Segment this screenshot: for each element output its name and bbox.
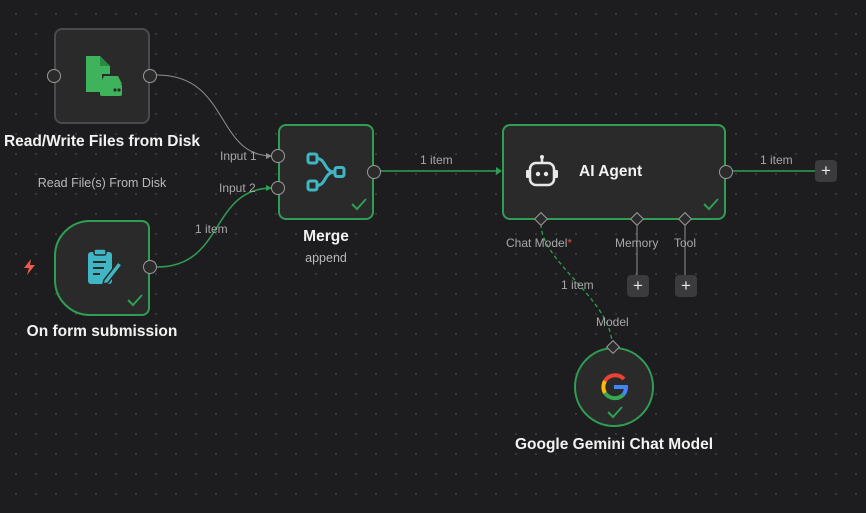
merge-title: Merge xyxy=(303,228,349,245)
gemini-title: Google Gemini Chat Model xyxy=(514,436,714,453)
add-memory-button[interactable]: + xyxy=(627,275,649,297)
form-title: On form submission xyxy=(26,323,178,340)
gemini-model-label: Model xyxy=(596,315,629,329)
gemini-to-agent-label: 1 item xyxy=(561,278,594,292)
read-write-subtitle: Read File(s) From Disk xyxy=(37,176,167,190)
success-check-icon xyxy=(703,198,719,211)
success-check-icon xyxy=(351,198,367,211)
arrow-into-agent xyxy=(496,167,502,175)
merge-input2-handle[interactable] xyxy=(271,181,285,195)
node-google-gemini[interactable] xyxy=(574,347,654,427)
connection-form-to-merge xyxy=(156,187,273,268)
required-marker: * xyxy=(567,236,573,250)
merge-input1-label: Input 1 xyxy=(220,149,257,163)
google-g-icon xyxy=(601,373,628,401)
agent-title: AI Agent xyxy=(579,163,643,180)
add-next-node-button[interactable]: + xyxy=(815,160,837,182)
agent-tool-label: Tool xyxy=(674,236,697,250)
arrow-input1 xyxy=(266,153,272,159)
form-edit-icon xyxy=(88,248,124,285)
connection-read-to-merge xyxy=(156,74,273,157)
success-check-icon xyxy=(607,406,623,419)
form-to-merge-label: 1 item xyxy=(195,222,228,236)
agent-chat-model-label: Chat Model* xyxy=(506,236,573,250)
robot-icon xyxy=(526,155,558,187)
node-form-submission[interactable] xyxy=(54,220,150,316)
merge-output-handle[interactable] xyxy=(367,165,381,179)
add-tool-button[interactable]: + xyxy=(675,275,697,297)
success-check-icon xyxy=(127,294,143,307)
arrow-input2 xyxy=(266,185,272,191)
lightning-icon xyxy=(24,259,35,275)
merge-subtitle: append xyxy=(305,251,347,265)
read-write-input-handle[interactable] xyxy=(47,69,61,83)
node-merge[interactable] xyxy=(278,124,374,220)
agent-memory-label: Memory xyxy=(615,236,659,250)
merge-branch-icon xyxy=(306,152,346,192)
read-write-output-handle[interactable] xyxy=(143,69,157,83)
file-disk-icon xyxy=(86,56,122,96)
node-ai-agent[interactable]: AI Agent xyxy=(502,124,726,220)
connection-gemini-to-agent xyxy=(540,223,613,346)
merge-input1-handle[interactable] xyxy=(271,149,285,163)
merge-to-agent-label: 1 item xyxy=(420,153,453,167)
agent-output-handle[interactable] xyxy=(719,165,733,179)
agent-out-label: 1 item xyxy=(760,153,793,167)
merge-input2-label: Input 2 xyxy=(219,181,256,195)
form-output-handle[interactable] xyxy=(143,260,157,274)
node-read-write-files[interactable] xyxy=(54,28,150,124)
read-write-title: Read/Write Files from Disk xyxy=(3,133,201,150)
